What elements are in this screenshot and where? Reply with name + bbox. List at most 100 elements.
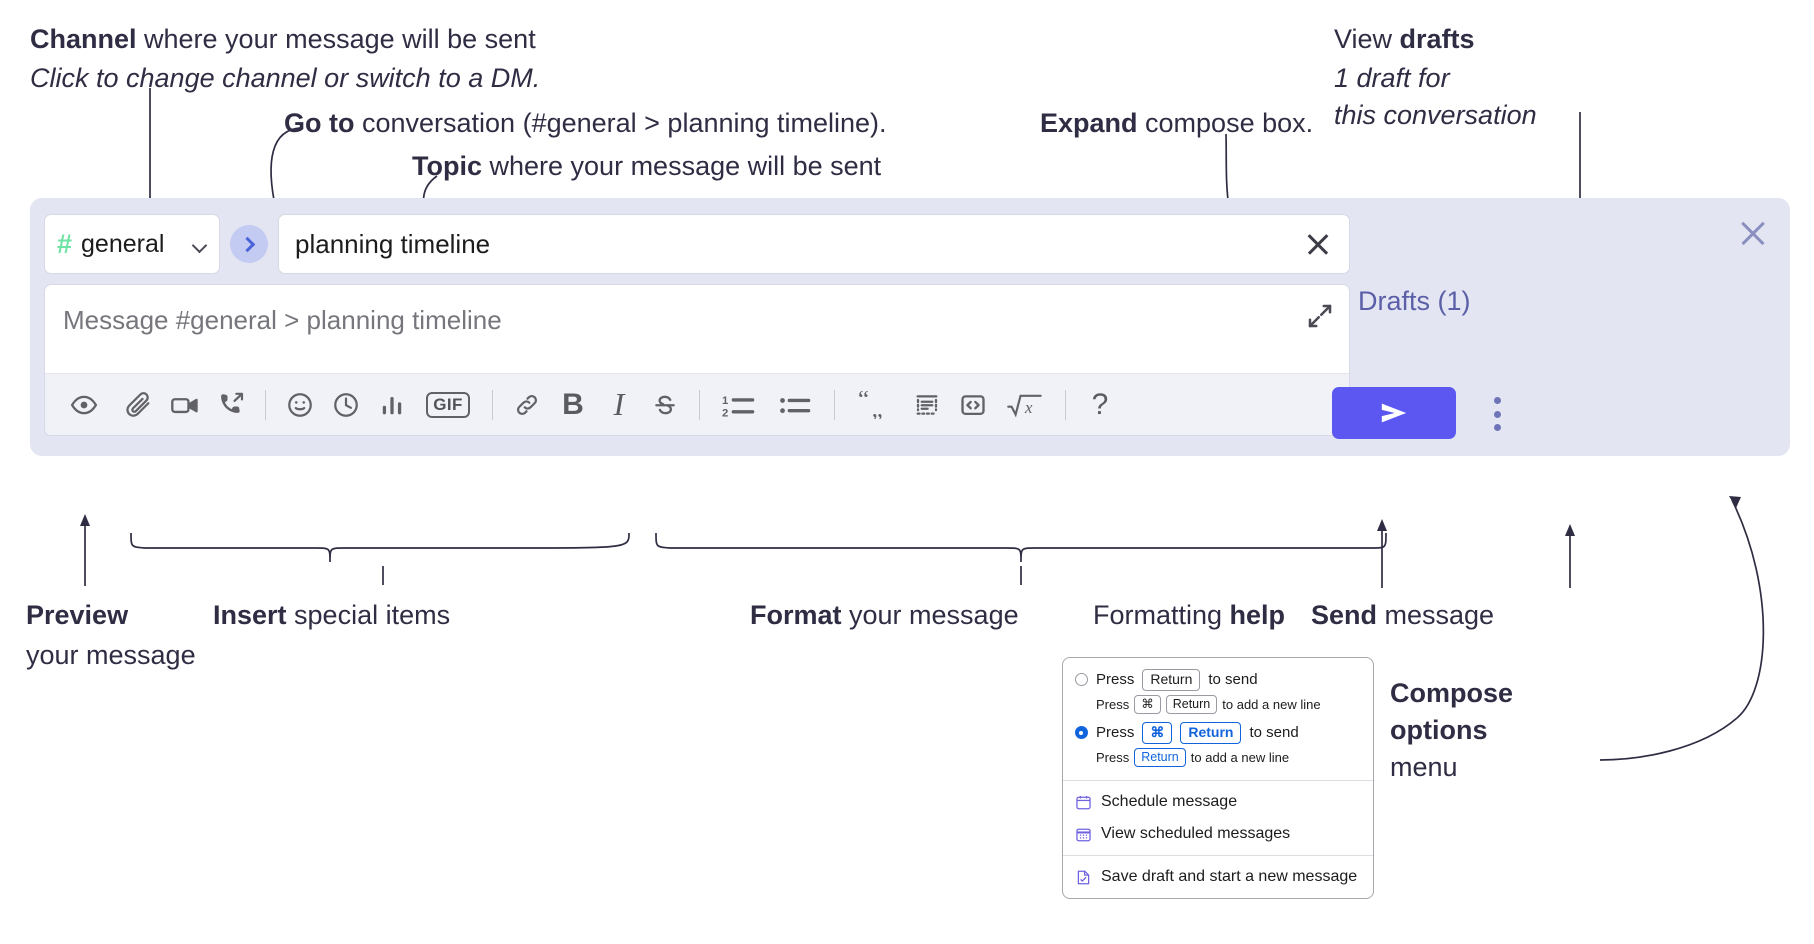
annotation-expand-rest: compose box. [1137, 108, 1314, 138]
link-icon[interactable] [504, 384, 550, 426]
annotation-preview: Preview your message [26, 598, 196, 673]
annotation-goto-rest: conversation (#general > planning timeli… [354, 108, 887, 138]
option-1-sub-prefix: Press [1096, 696, 1130, 712]
menu-item-label: Schedule message [1101, 793, 1238, 811]
question-mark-icon[interactable]: ? [1077, 384, 1123, 426]
go-to-conversation-button[interactable] [230, 225, 268, 263]
annotation-compose-options: Compose options menu [1390, 676, 1513, 785]
menu-divider [1063, 780, 1373, 782]
menu-item-label: View scheduled messages [1101, 825, 1291, 843]
annotation-formatting-help: Formatting help [1093, 598, 1285, 633]
option-2-sub-prefix: Press [1096, 749, 1130, 765]
annotation-topic: Topic where your message will be sent [412, 149, 881, 184]
expand-icon[interactable] [1305, 301, 1335, 331]
annotation-insert: Insert special items [213, 598, 450, 633]
schedule-group: Schedule message View scheduled me [1063, 781, 1373, 855]
toolbar-divider [265, 389, 266, 420]
draft-group: Save draft and start a new message [1063, 856, 1373, 898]
compose-options-menu: Press Return to send Press ⌘ Return to a… [1062, 657, 1374, 900]
key-return: Return [1142, 669, 1201, 691]
clock-icon[interactable] [323, 384, 369, 426]
send-arrow-icon [1381, 403, 1407, 423]
calendar-grid-icon [1075, 826, 1092, 843]
gif-label: GIF [426, 391, 470, 418]
phone-forward-icon[interactable] [208, 384, 254, 426]
send-button[interactable] [1332, 387, 1456, 439]
radio-icon-unselected[interactable] [1075, 673, 1088, 687]
annotation-topic-rest: where your message will be sent [482, 151, 882, 181]
italic-glyph: I [613, 386, 625, 422]
clear-topic-icon[interactable] [1301, 227, 1335, 261]
svg-text:„: „ [872, 395, 883, 419]
compose-header-row: # general planning timeline [44, 214, 1350, 274]
annotation-drafts-italic-2: this conversation [1334, 100, 1537, 131]
option-2-suffix: to send [1249, 724, 1299, 742]
key-return-small: Return [1165, 694, 1218, 715]
menu-item-schedule-message[interactable]: Schedule message [1063, 786, 1373, 818]
topic-input[interactable]: planning timeline [295, 228, 491, 259]
bold-icon[interactable]: B [550, 384, 596, 426]
dot-3 [1493, 424, 1501, 431]
annotation-compose-bold-2: options [1390, 715, 1488, 746]
svg-text:1: 1 [722, 394, 728, 406]
annotation-format-rest: your message [841, 600, 1019, 630]
topic-field[interactable]: planning timeline [278, 214, 1350, 274]
gif-icon[interactable]: GIF [415, 384, 481, 426]
annotation-preview-line2: your message [26, 640, 196, 671]
radio-icon-selected[interactable] [1075, 726, 1088, 740]
dot-2 [1493, 410, 1501, 418]
menu-item-save-draft[interactable]: Save draft and start a new message [1063, 861, 1373, 893]
annotation-topic-bold: Topic [412, 151, 482, 181]
send-shortcut-options: Press Return to send Press ⌘ Return to a… [1063, 658, 1373, 780]
emoji-icon[interactable] [277, 384, 323, 426]
annotation-insert-rest: special items [286, 600, 451, 630]
message-input[interactable]: Message #general > planning timeline [45, 285, 1349, 373]
option-2-sub-suffix: to add a new line [1190, 749, 1290, 765]
annotation-drafts-plain: View [1334, 24, 1400, 54]
italic-icon[interactable]: I [596, 384, 642, 426]
math-icon[interactable]: x [996, 384, 1054, 426]
code-block-icon[interactable] [904, 384, 950, 426]
paperclip-icon[interactable] [116, 384, 162, 426]
video-camera-icon[interactable] [162, 384, 208, 426]
hash-icon: # [57, 228, 73, 259]
annotation-goto: Go to conversation (#general > planning … [284, 106, 887, 141]
annotation-help-plain: Formatting [1093, 600, 1230, 630]
key-command-blue: ⌘ [1142, 722, 1173, 744]
annotation-drafts-italic-1: 1 draft for [1334, 63, 1450, 94]
toolbar-divider [492, 389, 493, 420]
help-glyph: ? [1091, 387, 1109, 421]
ordered-list-icon[interactable]: 1 2 [711, 384, 767, 426]
annotation-goto-bold: Go to [284, 108, 355, 138]
option-1-sub-suffix: to add a new line [1222, 696, 1321, 712]
menu-item-view-scheduled-messages[interactable]: View scheduled messages [1063, 818, 1373, 850]
key-command: ⌘ [1134, 694, 1161, 715]
bulleted-list-icon[interactable] [767, 384, 823, 426]
svg-text:“: “ [858, 391, 869, 413]
annotation-channel-rest: where your message will be sent [136, 24, 536, 54]
close-icon[interactable] [1736, 216, 1770, 250]
annotation-compose-bold-1: Compose [1390, 678, 1514, 708]
radio-option-return-to-send[interactable]: Press Return to send [1063, 667, 1373, 693]
eye-icon[interactable] [61, 384, 107, 426]
bar-chart-icon[interactable] [369, 384, 415, 426]
inline-code-icon[interactable] [950, 384, 996, 426]
drafts-link[interactable]: Drafts (1) [1358, 286, 1471, 316]
annotation-format-bold: Format [750, 600, 842, 630]
blockquote-icon[interactable]: “ „ [846, 384, 904, 426]
channel-picker[interactable]: # general [44, 214, 220, 274]
annotation-send-rest: message [1377, 600, 1495, 630]
option-2-subtext: Press Return to add a new line [1063, 746, 1373, 774]
compose-options-button[interactable] [1482, 394, 1512, 434]
annotation-format: Format your message [750, 598, 1019, 633]
strikethrough-icon[interactable] [642, 384, 688, 426]
annotation-send: Send message [1311, 598, 1494, 633]
calendar-schedule-icon [1075, 794, 1092, 811]
annotation-send-bold: Send [1311, 600, 1378, 630]
chevron-right-icon [239, 236, 255, 252]
annotation-drafts: View drafts 1 draft for this conversatio… [1334, 22, 1537, 133]
key-return-blue: Return [1180, 722, 1242, 744]
radio-option-cmd-return-to-send[interactable]: Press ⌘ Return to send [1063, 720, 1373, 746]
